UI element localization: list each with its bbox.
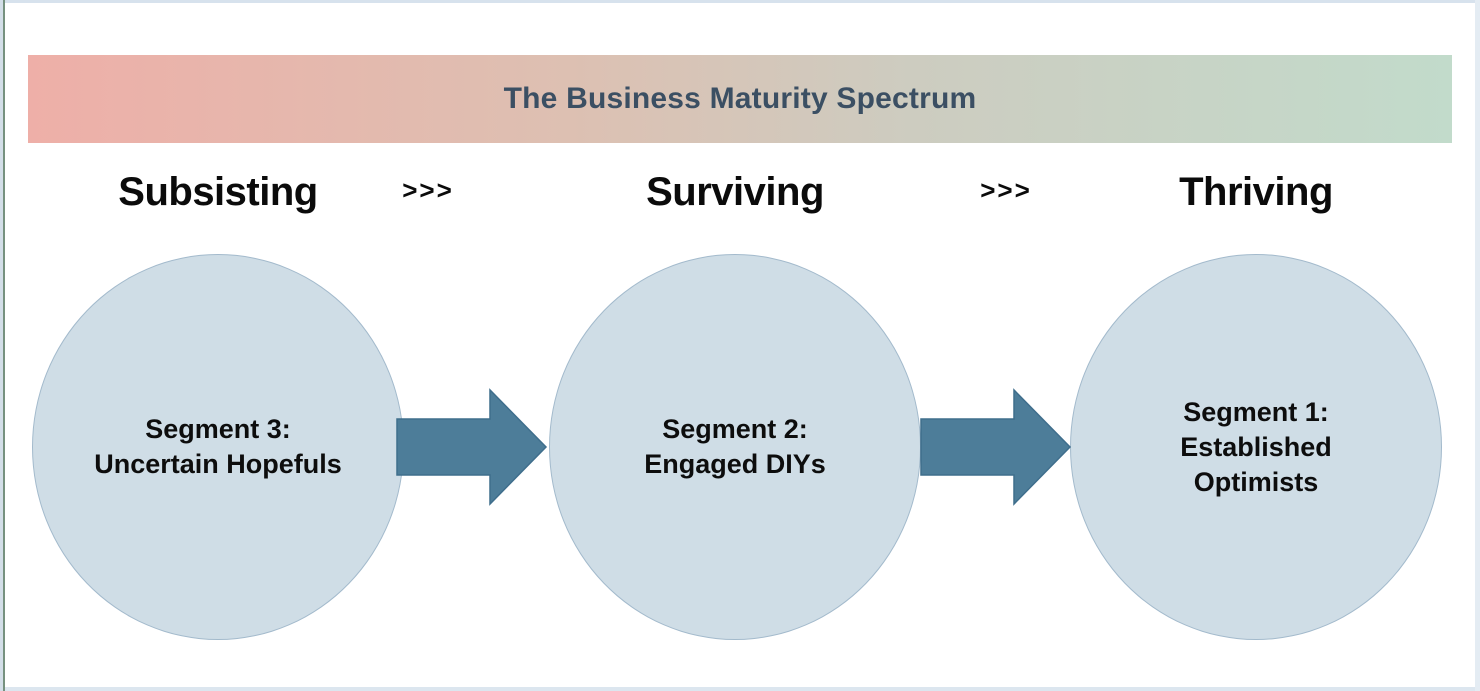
segment-subtitle: Engaged DIYs bbox=[644, 449, 826, 479]
segment-subtitle: Established Optimists bbox=[1180, 431, 1332, 497]
segment-circle-engaged-diys: Segment 2: Engaged DIYs bbox=[549, 254, 921, 640]
segment-title: Segment 3: bbox=[145, 414, 291, 444]
frame-right-strip bbox=[1475, 0, 1480, 691]
chevron-separator-icon: >>> bbox=[402, 174, 454, 205]
segment-circle-uncertain-hopefuls: Segment 3: Uncertain Hopefuls bbox=[32, 254, 404, 640]
stage-label-surviving: Surviving bbox=[646, 169, 824, 214]
segment-title: Segment 1: bbox=[1183, 396, 1329, 427]
stage-label-thriving: Thriving bbox=[1179, 169, 1333, 214]
flow-arrow-icon bbox=[396, 388, 548, 506]
stage-label-subsisting: Subsisting bbox=[118, 169, 318, 214]
frame-top-strip bbox=[0, 0, 1480, 3]
chevron-separator-icon: >>> bbox=[980, 174, 1032, 205]
segment-circle-established-optimists: Segment 1: Established Optimists bbox=[1070, 254, 1442, 640]
banner: The Business Maturity Spectrum bbox=[28, 55, 1452, 143]
segment-title: Segment 2: bbox=[662, 414, 808, 444]
frame-bottom-strip bbox=[0, 687, 1480, 691]
flow-arrow-icon bbox=[920, 388, 1072, 506]
segment-subtitle: Uncertain Hopefuls bbox=[94, 449, 342, 479]
frame-left-accent-line bbox=[3, 0, 5, 691]
frame-left-strip bbox=[0, 0, 3, 691]
page-title: The Business Maturity Spectrum bbox=[503, 82, 977, 115]
